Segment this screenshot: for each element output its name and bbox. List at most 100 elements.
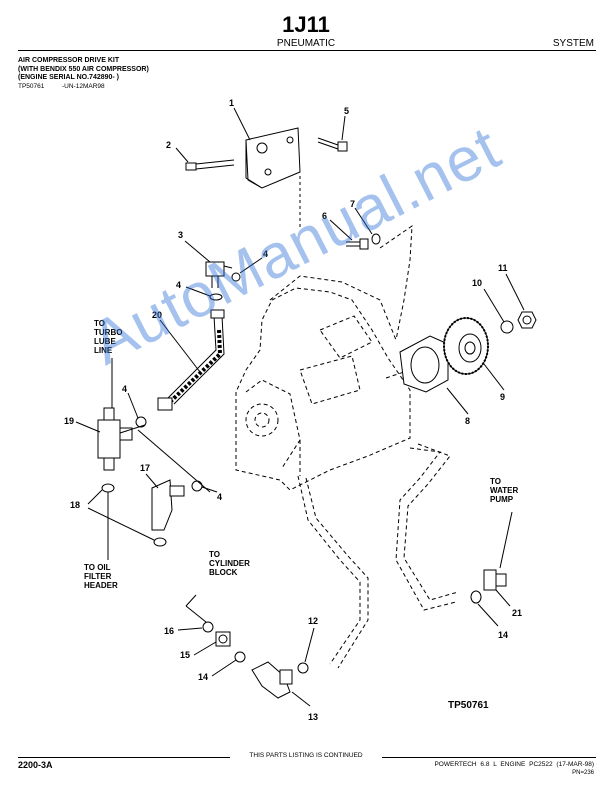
header-section: PNEUMATIC: [276, 38, 336, 49]
fitting-part-15: [215, 631, 231, 647]
note-turbo-2: TURBO: [94, 328, 122, 337]
lube-line-part-20: [157, 309, 225, 411]
header-group: SYSTEM: [552, 38, 594, 49]
oring-part-12: [297, 662, 309, 674]
leader-7: [354, 207, 373, 235]
elbow-part-13: [251, 661, 293, 699]
footer-continued: THIS PARTS LISTING IS CONTINUED: [249, 752, 363, 759]
callout-10: 10: [472, 278, 482, 288]
leader-4c: [127, 392, 139, 419]
leader-20: [159, 319, 201, 373]
image-date: -UN-12MAR98: [62, 83, 105, 90]
elbow-part-17: [151, 479, 185, 531]
hidden-hose-2: [395, 443, 459, 611]
callout-7: 7: [350, 199, 355, 209]
leader-14a: [211, 659, 237, 677]
leader-21: [495, 589, 511, 607]
header-divider: [18, 50, 596, 51]
oring-part-4a: [231, 272, 241, 282]
leader-4a: [239, 257, 263, 274]
kit-title: AIR COMPRESSOR DRIVE KIT (WITH BENDIX 55…: [18, 57, 149, 83]
leader-2: [175, 147, 189, 163]
image-code: TP50761: [18, 83, 45, 90]
oring-part-4c: [135, 416, 147, 428]
callout-13: 13: [308, 712, 318, 722]
callout-18: 18: [70, 500, 80, 510]
footer-divider-left: [18, 757, 230, 758]
callout-21: 21: [512, 608, 522, 618]
note-cyl-2: CYLINDER: [209, 559, 250, 568]
leader-4d-path: [137, 429, 211, 493]
oring-part-16: [202, 621, 214, 633]
bolt-part-6: [346, 238, 369, 250]
note-cyl-1: TO: [209, 550, 220, 559]
leader-15: [193, 641, 217, 656]
callout-9: 9: [500, 392, 505, 402]
oring-part-14b: [470, 590, 482, 604]
kit-title-line2: (WITH BENDIX 550 AIR COMPRESSOR): [18, 65, 149, 73]
leader-19: [75, 421, 101, 433]
tee-part-19: [97, 407, 133, 471]
hidden-line: [379, 225, 413, 341]
bolt-part-2: [185, 159, 235, 171]
leader-water: [499, 511, 513, 569]
note-turbo-3: LUBE: [94, 337, 116, 346]
gear-part-9: [443, 317, 489, 375]
compressor-body: [235, 275, 415, 491]
figure-id: TP50761: [448, 700, 489, 711]
note-turbo-4: LINE: [94, 346, 113, 355]
callout-12: 12: [308, 616, 318, 626]
gasket-part-8: [399, 335, 449, 393]
leader-8: [446, 387, 469, 415]
washer-part-10: [500, 320, 514, 334]
page-code: 1J11: [282, 12, 330, 37]
leader-12: [304, 627, 315, 663]
footer-divider-right: [382, 757, 596, 758]
oring-part-18b: [153, 537, 167, 547]
footer-page: 2200-3A: [18, 760, 53, 770]
leader-13: [291, 691, 311, 707]
leader-16: [177, 627, 203, 631]
leader-5: [341, 115, 346, 141]
leader-11: [505, 273, 525, 311]
callout-11: 11: [498, 263, 508, 273]
callout-3: 3: [178, 230, 183, 240]
kit-title-line1: AIR COMPRESSOR DRIVE KIT: [18, 57, 120, 64]
note-water-2: WATER: [490, 486, 519, 495]
note-water-1: TO: [490, 477, 501, 486]
leader-4b: [185, 286, 211, 297]
note-oil-1: TO OIL: [84, 563, 111, 572]
oring-part-18a: [101, 483, 115, 493]
callout-1: 1: [229, 98, 234, 108]
bracket-part: [245, 127, 301, 189]
notes: TO TURBO LUBE LINE TO OIL FILTER HEADER …: [84, 319, 519, 711]
leader-cylinder-2: [185, 605, 207, 623]
leader-4d: [201, 486, 218, 493]
callout-8: 8: [465, 416, 470, 426]
callout-4c: 4: [122, 384, 127, 394]
leader-14b: [477, 603, 499, 627]
callout-5: 5: [344, 106, 349, 116]
oring-part-14a: [234, 651, 246, 663]
leader-4d-link: [119, 424, 146, 434]
callout-14a: 14: [198, 672, 208, 682]
callouts: 1 2 5 6 7 3 4 4 20 10 11 9 8 19 4 17 4 1…: [64, 98, 522, 722]
leader-3: [184, 240, 211, 263]
callout-2: 2: [166, 140, 171, 150]
leader-1: [233, 107, 251, 141]
oring-part-4b: [209, 293, 223, 301]
callout-14b: 14: [498, 630, 508, 640]
callout-4a: 4: [263, 249, 268, 259]
hidden-hose: [297, 440, 369, 669]
callout-15: 15: [180, 650, 190, 660]
washer-part-7: [371, 233, 381, 245]
kit-title-line3: (ENGINE SERIAL NO.742890- ): [18, 74, 120, 81]
note-turbo-1: TO: [94, 319, 105, 328]
note-oil-3: HEADER: [84, 581, 118, 590]
footer-engine: POWERTECH 6.8 L ENGINE PC2522 (17-MAR-98…: [434, 761, 594, 768]
callout-6: 6: [322, 211, 327, 221]
elbow-part-3: [205, 261, 233, 288]
callout-4d: 4: [217, 492, 222, 502]
leader-18a: [87, 489, 103, 505]
